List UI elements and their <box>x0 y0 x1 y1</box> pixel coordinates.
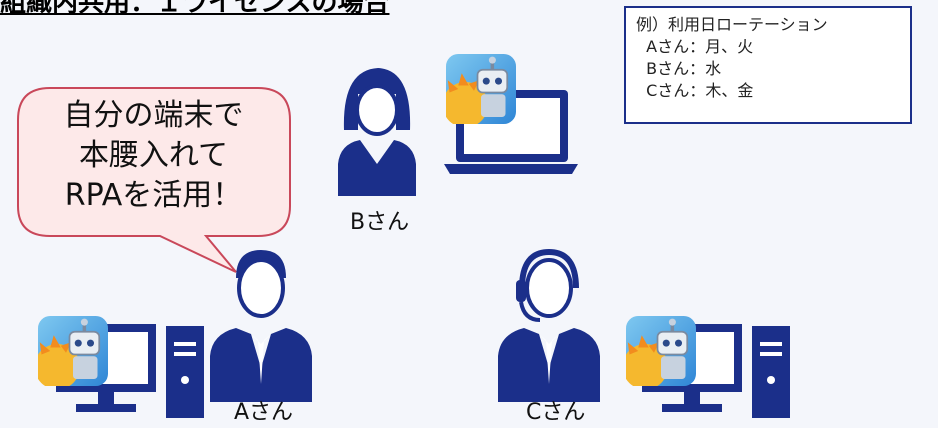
headset-person-icon <box>498 248 600 402</box>
person-b-label: Bさん <box>350 210 410 235</box>
bubble-text: 自分の端末で 本腰入れて RPAを活用！ <box>16 96 291 216</box>
bubble-line: 本腰入れて <box>78 138 229 173</box>
rpa-app-icon <box>626 316 696 386</box>
note-line: 例）利用日ローテーション <box>636 15 828 34</box>
bubble-line: RPAを活用！ <box>64 178 243 213</box>
person-a-label: Aさん <box>234 400 294 425</box>
bubble-line: 自分の端末で <box>63 98 244 133</box>
person-c-label: Cさん <box>526 400 586 425</box>
person-a-icon <box>210 250 312 402</box>
page-title: 組織内共用：１ライセンスの場合 <box>0 0 390 18</box>
note-line: Aさん：月、火 <box>636 37 754 56</box>
note-line: Cさん：木、金 <box>636 81 754 100</box>
rpa-app-icon <box>446 54 516 124</box>
rpa-app-icon <box>38 316 108 386</box>
speech-bubble <box>17 87 291 273</box>
rotation-note-box: 例）利用日ローテーション Aさん：月、火 Bさん：水 Cさん：木、金 <box>624 6 912 124</box>
person-b-icon <box>338 68 416 196</box>
note-line: Bさん：水 <box>636 59 722 78</box>
